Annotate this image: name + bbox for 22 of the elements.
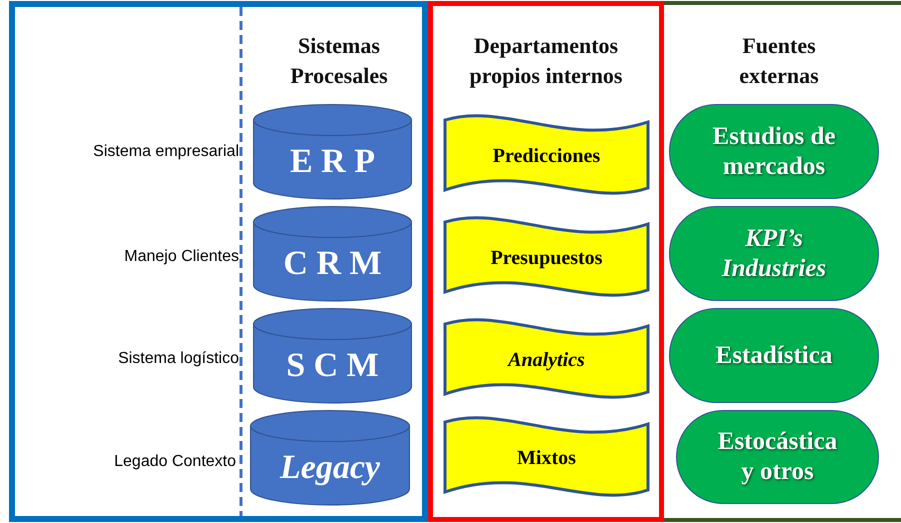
- pill-label: KPI’s Industries: [720, 224, 828, 284]
- system-label: S C M: [285, 346, 380, 386]
- system-label: C R M: [282, 244, 383, 284]
- banner-label: Analytics: [506, 348, 586, 372]
- pill-label: Estadística: [714, 340, 834, 370]
- column-panel: [664, 1, 901, 522]
- system-label: E R P: [289, 142, 376, 182]
- system-label: Legacy: [278, 448, 382, 488]
- banner-label: Presupuestos: [490, 246, 604, 270]
- column-heading: Sistemas Procesales: [289, 32, 389, 90]
- side-label: Sistema empresarial: [93, 143, 239, 161]
- side-label: Manejo Clientes: [124, 248, 239, 266]
- framed-panel: [9, 1, 428, 522]
- pill-label: Estudios de mercados: [712, 122, 836, 182]
- column-heading: Fuentes externas: [738, 32, 820, 90]
- pill-label: Estocástica y otros: [716, 427, 838, 487]
- side-label: Sistema logístico: [118, 350, 239, 368]
- framed-panel: [428, 1, 664, 522]
- banner-label: Mixtos: [516, 446, 577, 470]
- column-heading: Departamentos propios internos: [468, 32, 624, 90]
- side-label: Legado Contexto: [114, 453, 236, 471]
- banner-label: Predicciones: [492, 144, 602, 168]
